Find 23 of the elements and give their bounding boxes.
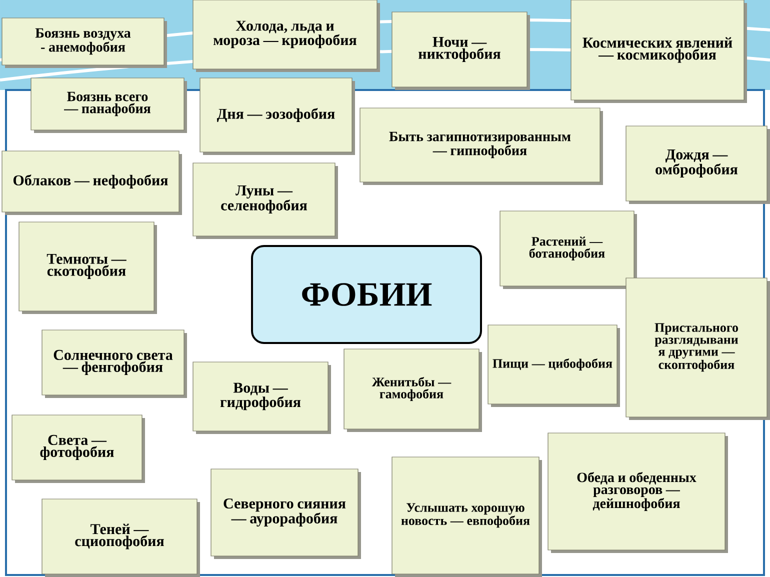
phobia-box: Пристального разглядывани я другими — скоптофобия: [626, 278, 770, 420]
phobia-box: Света — фотофобия: [12, 414, 145, 483]
phobia-box: Пищи — цибофобия: [488, 324, 620, 407]
phobia-box: Быть загипнотизированным — гипнофобия: [360, 108, 603, 185]
phobia-box: Ночи — никтофобия: [392, 12, 530, 90]
phobia-box: Услышать хорошую новость — евпофобия: [392, 456, 542, 577]
phobia-box: Солнечного света — фенгофобия: [42, 330, 187, 398]
phobia-box: Космических явлений — космикофобия: [570, 0, 747, 103]
phobia-box: Обеда и обеденных разговоров — дейшнофобия: [548, 432, 728, 553]
phobia-box: Теней — сциопофобия: [42, 498, 200, 577]
phobia-box: Боязнь всего — панафобия: [30, 78, 187, 133]
phobia-box: Холода, льда и мороза — криофобия: [192, 0, 380, 72]
phobia-box: Растений — ботанофобия: [500, 210, 637, 289]
phobia-box: Дождя — омброфобия: [626, 126, 770, 204]
phobia-box: Темноты — скотофобия: [18, 222, 157, 314]
title-box: ФОБИИ: [251, 245, 482, 344]
phobia-box: Северного сияния — аурорафобия: [210, 468, 361, 559]
phobia-box: Облаков — нефофобия: [2, 150, 182, 215]
phobia-box: Воды — гидрофобия: [192, 362, 331, 434]
phobia-box: Женитьбы — гамофобия: [344, 348, 482, 432]
phobia-box: Боязнь воздуха - анемофобия: [2, 18, 167, 68]
phobia-box: Дня — эозофобия: [200, 78, 355, 155]
phobia-box: Луны — селенофобия: [192, 162, 338, 239]
